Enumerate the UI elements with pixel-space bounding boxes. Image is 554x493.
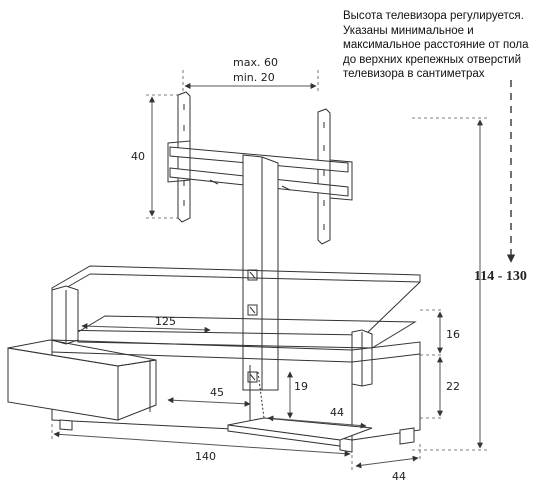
bracket-height-label: 40 — [131, 150, 145, 163]
cabinet-height-label: 22 — [446, 380, 460, 393]
glass-top-shelf — [51, 265, 421, 336]
central-column — [242, 154, 279, 391]
drawer-width-dimension — [267, 415, 367, 429]
note-line: максимальное расстояние от пола — [343, 39, 529, 51]
inner-width-dimension — [167, 397, 251, 407]
open-drawer-left — [7, 339, 157, 421]
shelf-gap-label: 16 — [446, 328, 460, 341]
note-line: Указаны минимальное и — [343, 24, 474, 37]
cabinet-height-dimension — [420, 356, 444, 419]
note-line: Высота телевизора регулируется. — [343, 10, 524, 22]
drawer-width-label: 44 — [330, 406, 344, 419]
total-height-dimension — [412, 117, 488, 451]
bracket-max-label: max. 60 — [233, 56, 278, 69]
total-width-dimension — [51, 424, 351, 457]
bracket-min-label: min. 20 — [233, 71, 275, 84]
bracket-height-dimension — [146, 94, 178, 219]
middle-shelf — [77, 315, 417, 349]
note-line: до верхних крепежных отверстий — [343, 53, 522, 66]
note-line: телевизора в сантиметрах — [343, 68, 485, 80]
total-width-label: 140 — [195, 450, 216, 463]
inner-width-label: 45 — [210, 386, 224, 399]
top-shelf-width-label: 125 — [155, 315, 176, 328]
height-note: Высота телевизора регулируется. Указаны … — [343, 9, 551, 82]
inner-height-label: 19 — [294, 380, 308, 393]
corner-posts — [51, 285, 373, 387]
total-height-label: 114 - 130 — [474, 269, 527, 284]
depth-label: 44 — [392, 470, 406, 483]
top-shelf-width-dimension — [81, 323, 211, 333]
shelf-gap-dimension — [420, 309, 444, 356]
depth-dimension — [351, 444, 421, 470]
bracket-width-dimension — [182, 70, 319, 92]
